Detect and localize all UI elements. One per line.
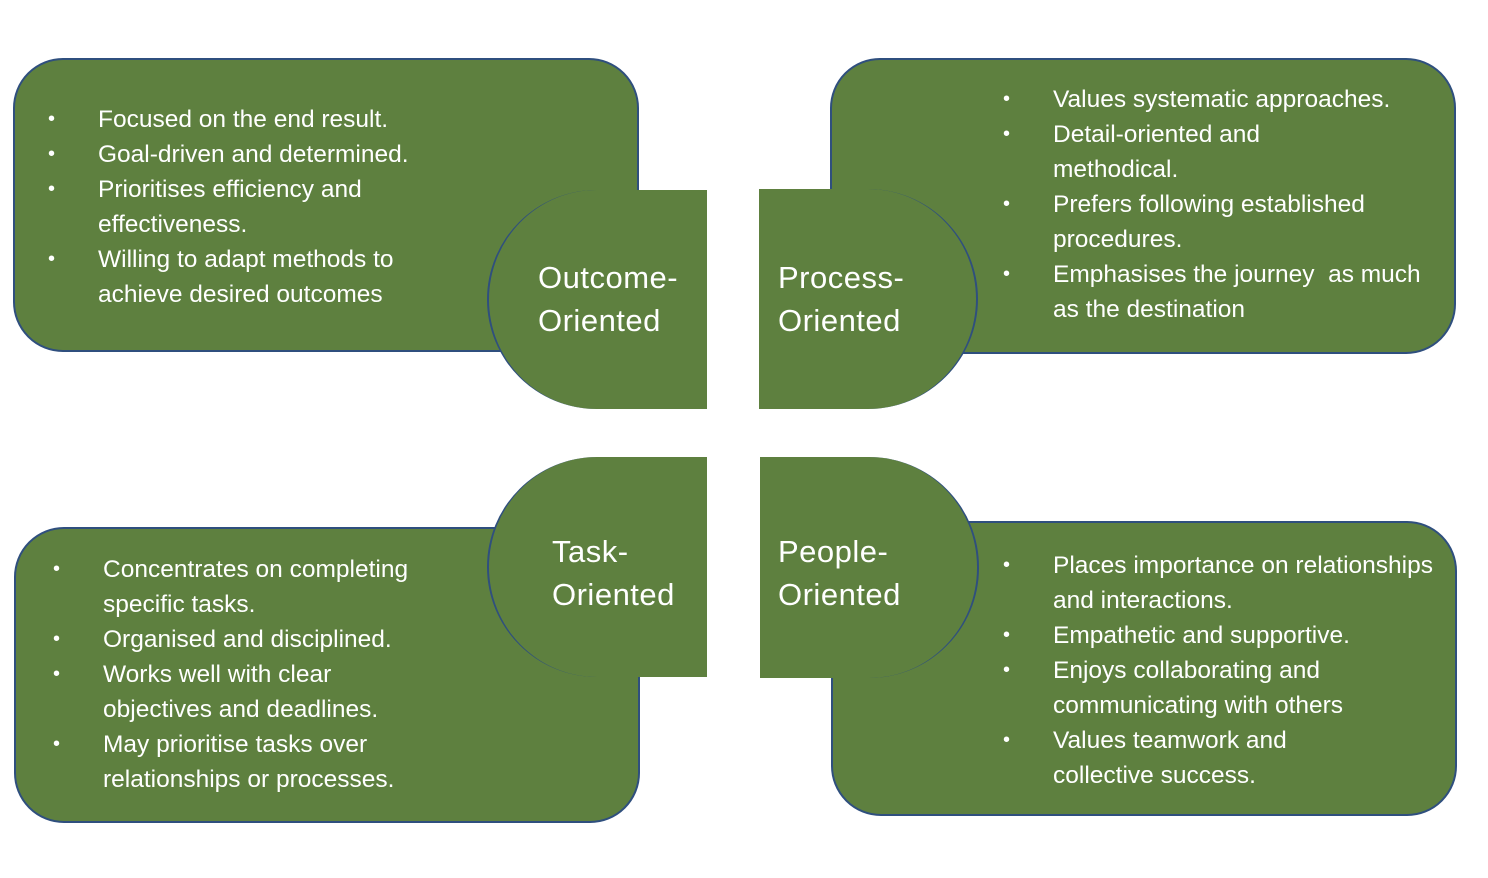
process-bullet: Prefers following established procedures… <box>1003 187 1433 257</box>
task-tab <box>487 457 707 677</box>
process-bullet: Detail-oriented and methodical. <box>1003 117 1333 187</box>
people-label-line1: People- <box>778 534 889 569</box>
task-bullet-list: Concentrates on completing specific task… <box>53 552 493 797</box>
outcome-bullet: Goal-driven and determined. <box>48 137 488 172</box>
task-label-line2: Oriented <box>552 577 675 612</box>
people-bullet: Empathetic and supportive. <box>1003 618 1443 653</box>
task-bullet: May prioritise tasks over relationships … <box>53 727 453 797</box>
outcome-bullet-list: Focused on the end result. Goal-driven a… <box>48 102 488 312</box>
people-label-line2: Oriented <box>778 577 901 612</box>
task-bullet: Concentrates on completing specific task… <box>53 552 463 622</box>
people-bullet-list: Places importance on relationships and i… <box>1003 548 1443 793</box>
people-bullet: Values teamwork and collective success. <box>1003 723 1323 793</box>
process-bullet: Values systematic approaches. <box>1003 82 1443 117</box>
outcome-bullet: Focused on the end result. <box>48 102 488 137</box>
task-bullet: Organised and disciplined. <box>53 622 493 657</box>
process-label-line1: Process- <box>778 260 905 295</box>
people-bullet: Places importance on relationships and i… <box>1003 548 1433 618</box>
outcome-bullet: Prioritises efficiency and effectiveness… <box>48 172 418 242</box>
outcome-bullet: Willing to adapt methods to achieve desi… <box>48 242 478 312</box>
process-bullet-list: Values systematic approaches. Detail-ori… <box>1003 82 1443 327</box>
outcome-tab <box>487 190 707 409</box>
process-tab <box>759 189 978 409</box>
task-label-line1: Task- <box>552 534 629 569</box>
outcome-label-line1: Outcome- <box>538 260 679 295</box>
task-bullet: Works well with clear objectives and dea… <box>53 657 433 727</box>
people-bullet: Enjoys collaborating and communicating w… <box>1003 653 1403 723</box>
process-bullet: Emphasises the journey as much as the de… <box>1003 257 1433 327</box>
outcome-label-line2: Oriented <box>538 303 661 338</box>
process-label-line2: Oriented <box>778 303 901 338</box>
people-label: People- Oriented <box>778 530 901 616</box>
outcome-label: Outcome- Oriented <box>538 256 678 342</box>
process-label: Process- Oriented <box>778 256 904 342</box>
task-label: Task- Oriented <box>552 530 675 616</box>
people-tab <box>760 457 979 678</box>
